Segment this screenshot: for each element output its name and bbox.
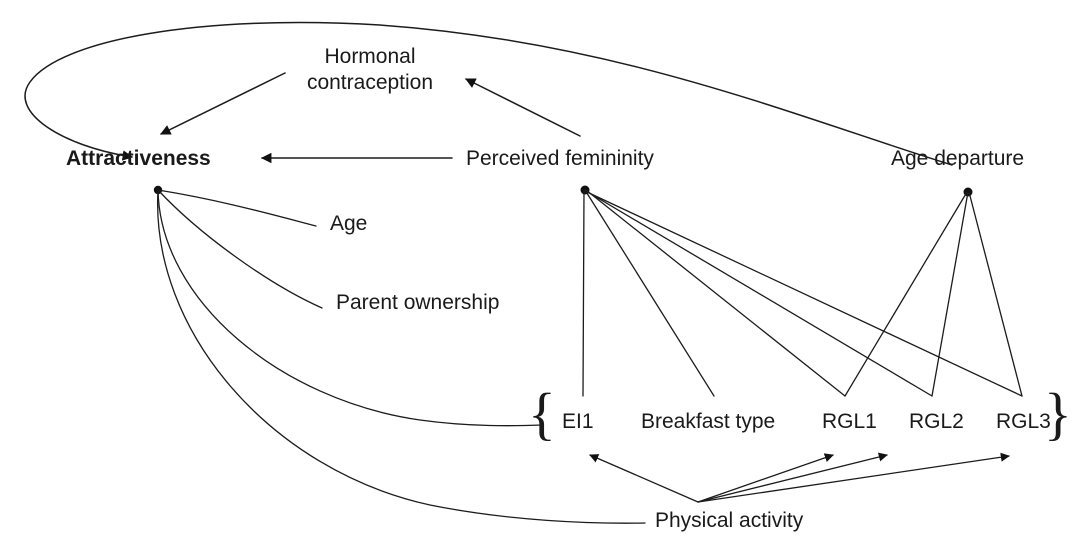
edge-physical-activity-to-rgl3 (697, 452, 1010, 503)
node-rgl2: RGL2 (909, 410, 964, 433)
edge-perceived-femininity-to-rgl1 (585, 189, 846, 397)
node-parent-ownership: Parent ownership (336, 291, 500, 314)
edge-age-departure-to-rgl2 (931, 191, 969, 397)
node-age: Age (330, 212, 368, 235)
node-ei1: EI1 (562, 410, 594, 433)
edge-attractiveness-to-physical-activity (157, 189, 646, 524)
node-perceived-femininity: Perceived femininity (466, 147, 654, 170)
left-curly-brace: { (528, 381, 556, 446)
edge-attractiveness-to-ei1-group (157, 189, 544, 427)
edge-physical-activity-to-rgl1 (697, 453, 834, 503)
node-hormonal-contraception: Hormonal contraception (295, 44, 445, 95)
node-attractiveness: Attractiveness (66, 147, 211, 170)
edge-perceived-femininity-to-ei1 (582, 189, 585, 397)
edge-perceived-femininity-to-breakfast-type (584, 189, 715, 397)
edge-perceived-femininity-to-rgl3 (586, 191, 1023, 397)
node-breakfast-type: Breakfast type (641, 410, 776, 433)
edge-age-departure-to-rgl1 (844, 191, 968, 397)
node-hormonal-contraception-line1: Hormonal (324, 45, 416, 68)
right-curly-brace: } (1044, 381, 1072, 446)
edge-age-departure-to-rgl3 (968, 191, 1023, 397)
edge-attractiveness-to-age (157, 189, 317, 227)
node-rgl3: RGL3 (996, 410, 1051, 433)
edge-perceived-femininity-to-rgl2 (585, 190, 933, 397)
edge-attractiveness-to-parent-ownership (157, 189, 323, 309)
edge-physical-activity-to-ei1 (589, 454, 699, 503)
node-hormonal-contraception-line2: contraception (306, 70, 434, 94)
edge-perceived-femininity-to-hormonal-contraception (465, 78, 581, 137)
edge-physical-activity-to-rgl2 (697, 452, 888, 503)
node-age-departure: Age departure (891, 147, 1025, 170)
node-rgl1: RGL1 (822, 410, 877, 433)
edge-hormonal-contraception-to-attractiveness (160, 72, 286, 135)
edge-age-departure-to-attractiveness (24, 21, 953, 166)
node-physical-activity: Physical activity (655, 509, 804, 532)
